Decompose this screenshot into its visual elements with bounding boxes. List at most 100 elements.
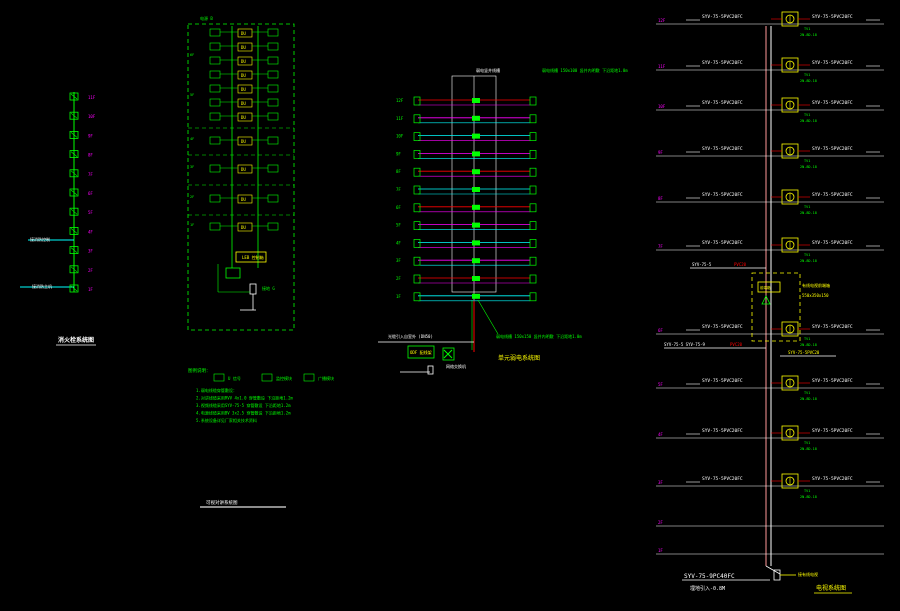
hydrant-box-mark [70, 189, 78, 196]
catv-riser-foot [765, 565, 781, 575]
catv-floor-label: 10F [658, 104, 666, 109]
odf-label: ODF 配线架 [410, 349, 432, 355]
hydrant-floor-label: 7F [88, 172, 93, 177]
catv-bottom-note: 埋地引入-0.8M [690, 585, 725, 592]
weak-current-outlet-left [413, 256, 421, 266]
catv-device-code: TV1 [804, 253, 810, 257]
catv-device-code: TV1 [804, 205, 810, 209]
catv-floor-label: 1F [658, 548, 663, 553]
intercom-distributor-text: DU [241, 167, 246, 172]
intercom-distributor-text: DU [241, 73, 246, 78]
catv-cable-right: SYV-75-5PVC20FC [812, 240, 853, 246]
hydrant-box-mark [70, 266, 78, 273]
legend-symbol-label-1: U 信号 [228, 375, 241, 381]
weak-current-ground-box [427, 365, 434, 375]
weak-current-junction [472, 240, 480, 246]
network-switch-label: 网络交换机 [446, 363, 466, 369]
legend-title: 图例说明： [188, 367, 211, 374]
weak-current-tray-note: 弱电线槽 150x100 竖井内明敷 下沿距地1.0m [542, 67, 628, 73]
intercom-indoor-unit [209, 70, 221, 79]
legend-symbol-box-3 [303, 373, 315, 382]
legend-notes: 1.弱电线缆穿管敷设： 2.对讲线缆采用RVV 4x1.0 穿管敷设 下沿距地1.… [196, 387, 294, 423]
catv-system-diagram: 12F SYV-75-5PVC20FC SYV-75-5PVC20FC TV1 2N-8… [656, 11, 884, 594]
weak-current-junction [472, 258, 480, 264]
catv-cable-left: SYV-75-5PVC20FC [702, 476, 743, 482]
catv-floor-label: 12F [658, 18, 666, 23]
weak-current-junction [472, 169, 480, 175]
catv-cable-right: SYV-75-5PVC20FC [812, 146, 853, 152]
legend-note: 1.弱电线缆穿管敷设： [196, 387, 237, 393]
intercom-distributor-text: DU [241, 59, 246, 64]
hydrant-floor-label: 1F [88, 287, 93, 292]
catv-floor-label: 6F [658, 328, 663, 333]
catv-cable-left: SYV-75-5PVC20FC [702, 378, 743, 384]
intercom-panel-label: LEB 控制箱 [242, 254, 264, 260]
catv-bottom-side-label: 接有线电视 [798, 571, 818, 577]
intercom-indoor-unit [267, 136, 279, 145]
intercom-dashed-frame [187, 23, 295, 331]
weak-current-outlet-left [413, 114, 421, 124]
hydrant-diagram-title: 消火栓系统图 [58, 336, 94, 344]
intercom-distributor-text: DU [241, 115, 246, 120]
catv-cable-left: SYV-75-5PVC20FC [702, 324, 743, 330]
catv-cable-right: SYV-75-5PVC20FC [812, 378, 853, 384]
weak-current-outlet-right [529, 185, 537, 195]
intercom-floor-mark: 1F [190, 223, 194, 227]
intercom-distributor [237, 222, 253, 232]
weak-current-outlet-left [413, 274, 421, 284]
hydrant-box-mark [70, 151, 78, 157]
weak-current-outlet-left [413, 167, 421, 177]
catv-cable-left: SYV-75-5PVC20FC [702, 240, 743, 246]
intercom-distributor [237, 42, 253, 52]
intercom-indoor-unit [209, 56, 221, 65]
hydrant-floor-label: 4F [88, 229, 93, 234]
catv-floor-label: 2F [658, 520, 663, 525]
intercom-distributor [237, 98, 253, 108]
hydrant-box [69, 226, 79, 235]
catv-cable-left: SYV-75-5PVC20FC [702, 100, 743, 106]
catv-cable-left: SYV-75-5PVC20FC [702, 428, 743, 434]
weak-current-floor-mark: 11F [396, 116, 404, 121]
intercom-indoor-unit [267, 98, 279, 107]
legend-note: 3.视频线缆采用SYV-75-5 穿管敷设 下沿距地1.2m [196, 402, 291, 408]
intercom-floor-mark: 2F [190, 195, 194, 199]
weak-current-floor-mark: 12F [396, 98, 404, 103]
intercom-distributor-text: DU [241, 197, 246, 202]
weak-current-outlet-left [413, 239, 421, 248]
odf-frame [407, 345, 435, 359]
legend-note: 2.对讲线缆采用RVV 4x1.0 穿管敷设 下沿距地1.2m [196, 395, 294, 401]
weak-current-outlet-right [529, 203, 537, 213]
catv-device-size: 2N-8D-18 [800, 33, 817, 37]
weak-current-floor-mark: 5F [396, 223, 401, 228]
weak-current-top-label: 弱电竖井线槽 [476, 67, 500, 73]
intercom-indoor-unit [209, 136, 221, 145]
intercom-indoor-unit [209, 42, 221, 51]
intercom-top-label: 电源 B [200, 15, 213, 21]
hydrant-box [69, 111, 79, 120]
intercom-indoor-unit [209, 164, 221, 173]
weak-current-junction [472, 187, 480, 192]
catv-branch-value: PVC20 [734, 262, 747, 267]
weak-current-outlet-left [413, 203, 421, 213]
intercom-distributor [237, 56, 253, 66]
intercom-diagram-title: 可视对讲系统图 [206, 499, 238, 506]
catv-floor-label: 3F [658, 480, 663, 485]
network-switch-box [442, 347, 455, 361]
intercom-indoor-unit [267, 28, 279, 37]
weak-current-incoming-label: 光缆引入自室外 (DN50) [388, 333, 433, 339]
intercom-distributor-text: DU [241, 31, 246, 36]
intercom-distributor-text: DU [241, 87, 246, 92]
hydrant-feed-label-1: 接消防控制 [30, 236, 50, 242]
hydrant-floor-label: 2F [88, 268, 93, 273]
catv-cable-left: SYV-75-5PVC20FC [702, 14, 743, 20]
hydrant-box [69, 169, 79, 178]
catv-floor-label: 11F [658, 64, 666, 69]
intercom-ground-label: 接地 G [262, 285, 275, 291]
catv-floor-label: 4F [658, 432, 663, 437]
hydrant-feed-label-2: 接消防主机 [32, 283, 52, 289]
catv-cable-right: SYV-75-5PVC20FC [812, 192, 853, 198]
catv-device-size: 2N-8D-18 [800, 165, 817, 169]
